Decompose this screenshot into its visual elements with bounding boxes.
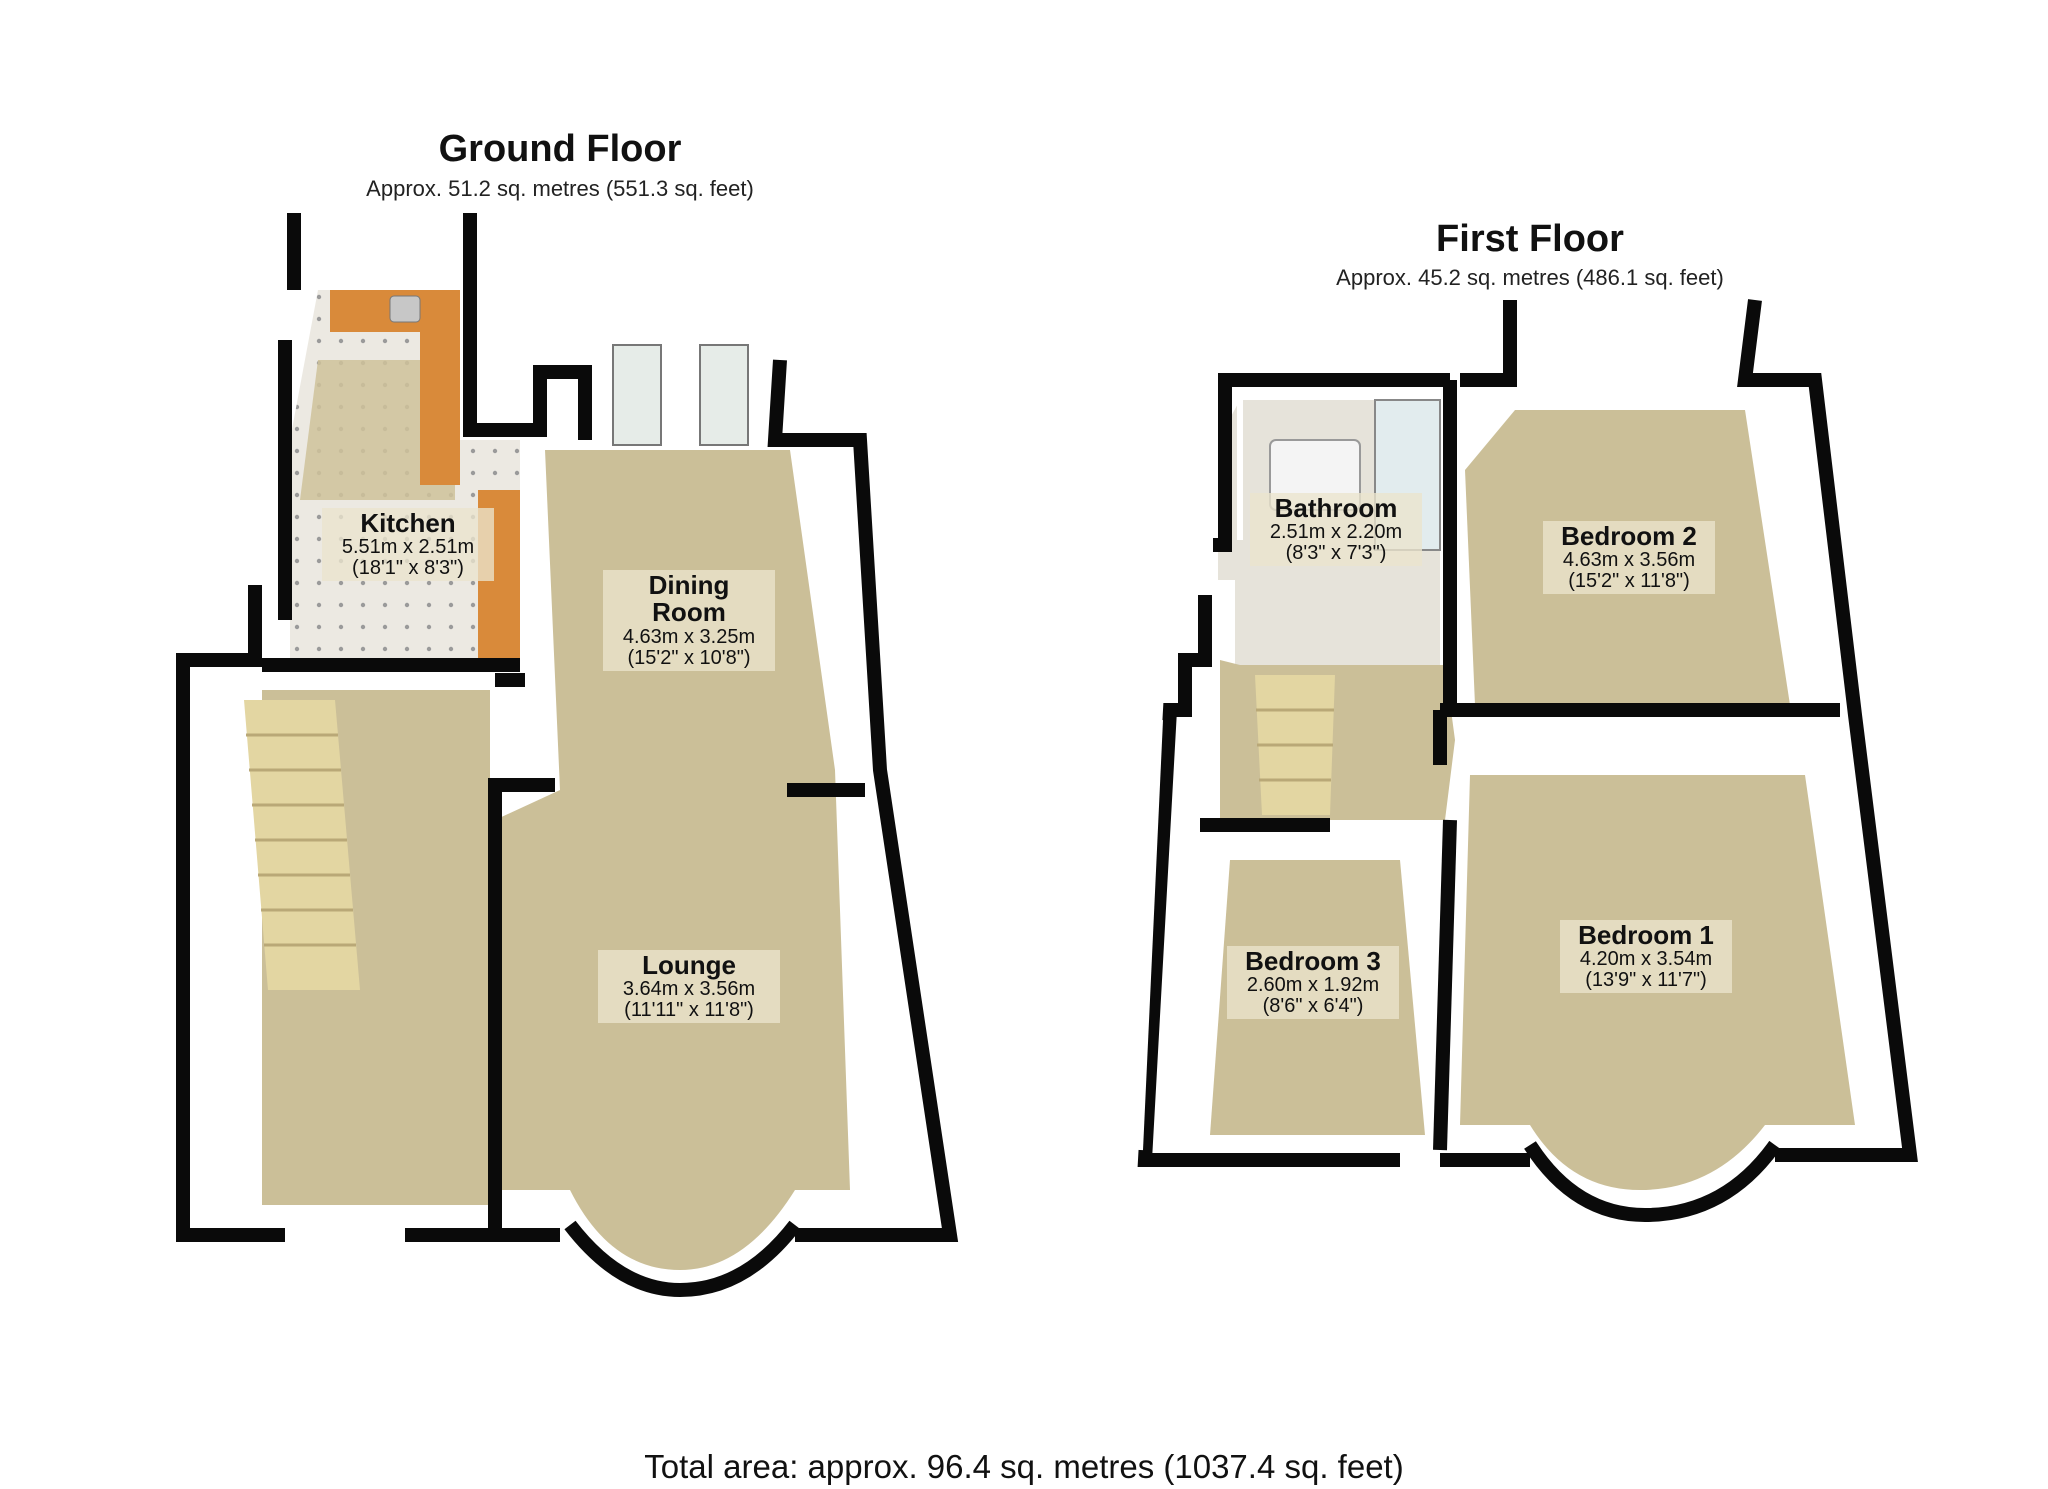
room-dimensions-metric: 2.51m x 2.20m — [1269, 521, 1403, 544]
first-stairs — [1255, 675, 1335, 815]
room-dimensions-metric: 2.60m x 1.92m — [1246, 974, 1380, 997]
first-floor-title: First Floor — [1436, 218, 1624, 260]
room-name: Dining Room — [648, 570, 730, 628]
kitchen-sink — [389, 295, 421, 323]
kitchen-upper-floor — [300, 360, 455, 500]
room-label-lounge: Lounge 3.64m x 3.56m (11'11" x 11'8") — [598, 950, 780, 1024]
room-name: Bedroom 3 — [1245, 946, 1381, 976]
room-dimensions-metric: 4.20m x 3.54m — [1579, 948, 1713, 971]
room-name: Kitchen — [360, 508, 456, 538]
room-dimensions-metric: 4.63m x 3.56m — [1562, 549, 1696, 572]
room-dimensions-imperial: (11'11" x 11'8") — [624, 999, 754, 1022]
ground-stairs — [244, 700, 360, 990]
room-dimensions-imperial: (15'2" x 11'8") — [1568, 570, 1690, 593]
room-dimensions-imperial: (8'3" x 7'3") — [1285, 542, 1387, 565]
room-name: Bathroom — [1274, 493, 1398, 523]
room-dimensions-metric: 3.64m x 3.56m — [622, 978, 756, 1001]
total-area: Total area: approx. 96.4 sq. metres (103… — [644, 1448, 1404, 1485]
room-label-bedroom-3: Bedroom 3 2.60m x 1.92m (8'6" x 6'4") — [1227, 946, 1399, 1020]
landing-floor — [1220, 660, 1455, 820]
ground-floor-title: Ground Floor — [438, 128, 682, 170]
room-label-bathroom: Bathroom 2.51m x 2.20m (8'3" x 7'3") — [1250, 493, 1422, 567]
french-door-right — [699, 344, 749, 446]
room-name: Lounge — [642, 950, 736, 980]
room-label-kitchen: Kitchen 5.51m x 2.51m (18'1" x 8'3") — [322, 508, 494, 582]
room-label-dining-room: Dining Room 4.63m x 3.25m (15'2" x 10'8"… — [603, 570, 775, 671]
room-label-bedroom-2: Bedroom 2 4.63m x 3.56m (15'2" x 11'8") — [1543, 521, 1715, 595]
room-label-bedroom-1: Bedroom 1 4.20m x 3.54m (13'9" x 11'7") — [1560, 920, 1732, 994]
room-name: Bedroom 1 — [1578, 920, 1714, 950]
first-floor-plan — [1137, 299, 1918, 1223]
first-floor-area: Approx. 45.2 sq. metres (486.1 sq. feet) — [1336, 265, 1724, 290]
french-door-left — [612, 344, 662, 446]
room-dimensions-imperial: (8'6" x 6'4") — [1262, 995, 1364, 1018]
ground-floor-area: Approx. 51.2 sq. metres (551.3 sq. feet) — [366, 176, 754, 201]
room-dimensions-metric: 4.63m x 3.25m — [622, 625, 756, 648]
ground-floor-plan — [176, 213, 959, 1298]
room-dimensions-imperial: (15'2" x 10'8") — [627, 646, 751, 669]
room-dimensions-imperial: (13'9" x 11'7") — [1585, 969, 1707, 992]
room-dimensions-metric: 5.51m x 2.51m — [341, 536, 475, 559]
room-dimensions-imperial: (18'1" x 8'3") — [352, 557, 464, 580]
room-name: Bedroom 2 — [1561, 521, 1697, 551]
